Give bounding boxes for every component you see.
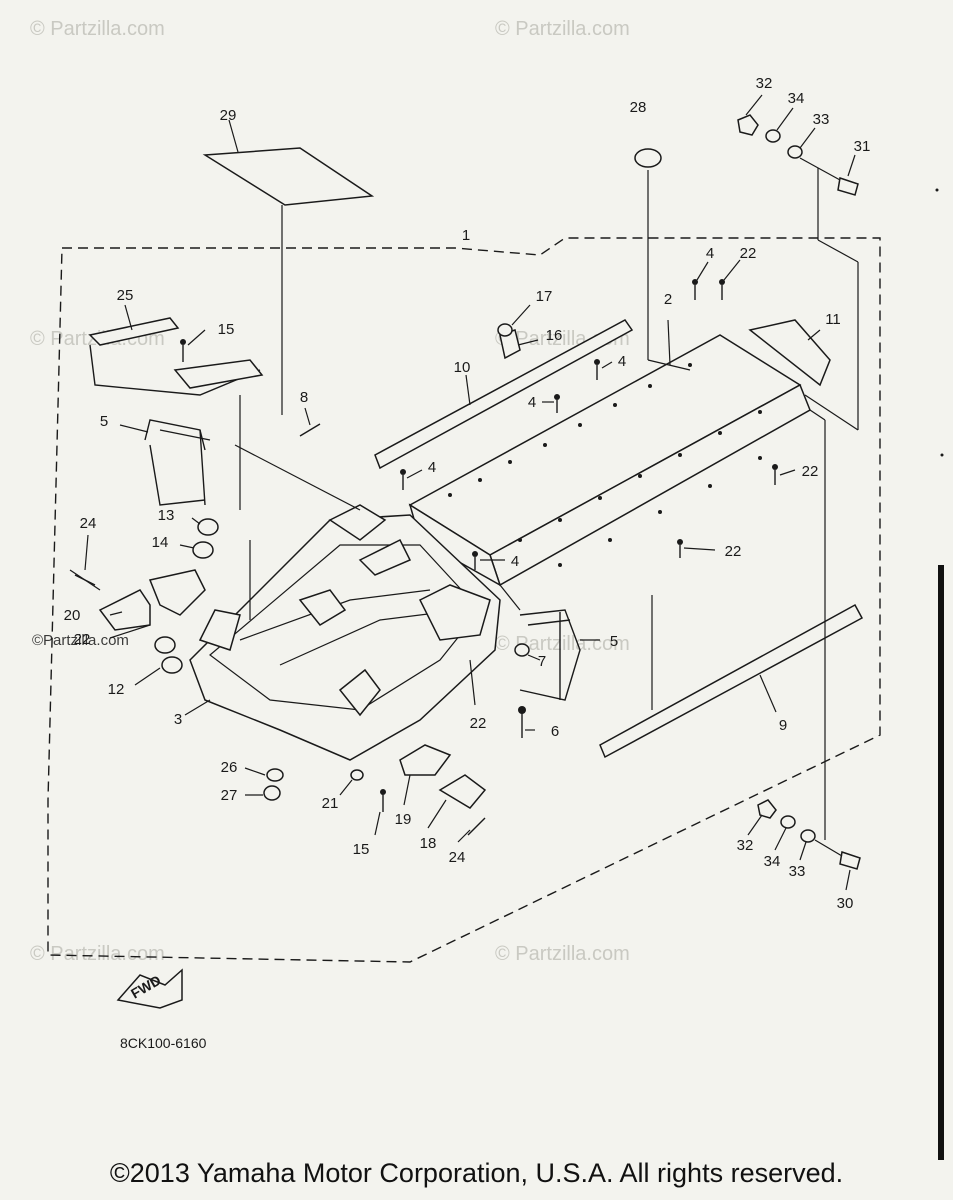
callout-24: 24	[449, 849, 466, 866]
edge-bar	[938, 565, 944, 1160]
part-13-bushing	[197, 518, 219, 536]
part-30-bolt	[839, 851, 861, 870]
callout-8: 8	[300, 389, 308, 406]
callout-22: 22	[725, 543, 742, 560]
part-23-bracket	[148, 569, 206, 616]
callout-22: 22	[802, 463, 819, 480]
part-9-rail	[599, 603, 864, 759]
part-5-bumper-left	[144, 419, 206, 506]
callout-11: 11	[825, 311, 841, 328]
callout-9: 9	[779, 717, 787, 734]
callout-13: 13	[158, 507, 175, 524]
part-12-bushing	[161, 656, 183, 674]
watermark: © Partzilla.com	[30, 943, 165, 965]
assembly-boundary	[47, 237, 881, 963]
callout-25: 25	[117, 287, 134, 304]
callout-10: 10	[454, 359, 471, 376]
watermark: © Partzilla.com	[30, 18, 165, 40]
callout-16: 16	[546, 327, 563, 344]
part-19-pad	[399, 744, 452, 776]
part-33-washer	[800, 829, 816, 843]
callout-29: 29	[220, 107, 237, 124]
overlay-watermark: ©Partzilla.com	[32, 632, 129, 649]
callout-17: 17	[536, 288, 553, 305]
watermark: © Partzilla.com	[495, 943, 630, 965]
callout-2: 2	[664, 291, 672, 308]
part-3-frame	[189, 504, 501, 761]
callout-34: 34	[788, 90, 805, 107]
callout-32: 32	[737, 837, 754, 854]
part-21-washer	[350, 769, 364, 781]
watermark: © Partzilla.com	[495, 18, 630, 40]
callout-5: 5	[100, 413, 108, 430]
callout-18: 18	[420, 835, 437, 852]
callout-15: 15	[218, 321, 235, 338]
callout-31: 31	[854, 138, 871, 155]
copyright-notice: ©2013 Yamaha Motor Corporation, U.S.A. A…	[109, 1158, 844, 1188]
part-34-washer	[765, 129, 781, 143]
callout-7: 7	[538, 653, 546, 670]
part-18-pad	[438, 774, 487, 809]
part-11-bracket	[748, 319, 831, 387]
part-14-bushing	[192, 541, 214, 559]
part-10-rail	[374, 319, 634, 470]
callout-5: 5	[610, 633, 618, 650]
fwd-arrow: FWD	[116, 968, 183, 1009]
edge-mark	[940, 453, 944, 457]
callout-4: 4	[706, 245, 714, 262]
exploded-parts-diagram: © Partzilla.com © Partzilla.com © Partzi…	[30, 18, 944, 1051]
callout-14: 14	[152, 534, 169, 551]
callout-22: 22	[470, 715, 487, 732]
callout-labels: 1 2 3 4 4 4 4 4 5 5 6 7 8 9 10 11 12 13 …	[64, 75, 871, 912]
callout-26: 26	[221, 759, 238, 776]
part-33-washer	[787, 145, 803, 159]
part-20-bracket	[98, 589, 151, 631]
callout-4: 4	[428, 459, 436, 476]
part-12-bushing	[154, 636, 176, 654]
callout-33: 33	[813, 111, 830, 128]
callout-3: 3	[174, 711, 182, 728]
callout-28: 28	[630, 99, 647, 116]
callout-4: 4	[528, 394, 536, 411]
callout-34: 34	[764, 853, 781, 870]
callout-24: 24	[80, 515, 97, 532]
tunnel-rivets	[448, 363, 762, 567]
callout-30: 30	[837, 895, 854, 912]
part-34-washer	[780, 815, 796, 829]
part-5-bumper-right	[519, 609, 581, 701]
part-2-tunnel	[408, 334, 826, 611]
callout-4: 4	[511, 553, 519, 570]
edge-mark	[935, 188, 939, 192]
callout-12: 12	[108, 681, 125, 698]
leader-lines	[109, 94, 856, 891]
callout-6: 6	[551, 723, 559, 740]
part-25-handle	[88, 317, 264, 396]
part-26-nut	[266, 768, 284, 782]
part-31-bolt	[837, 177, 859, 196]
callout-21: 21	[322, 795, 339, 812]
part-32-nut	[757, 799, 777, 819]
callout-27: 27	[221, 787, 238, 804]
rivets	[74, 279, 778, 836]
part-27-nut	[263, 785, 281, 801]
part-code: 8CK100-6160	[120, 1035, 207, 1051]
callout-33: 33	[789, 863, 806, 880]
watermarks: © Partzilla.com © Partzilla.com © Partzi…	[30, 18, 630, 965]
part-28-cap	[634, 148, 662, 168]
callout-4: 4	[618, 353, 626, 370]
part-29-plate	[202, 147, 375, 206]
callout-15: 15	[353, 841, 370, 858]
callout-19: 19	[395, 811, 412, 828]
part-32-nut	[737, 114, 759, 136]
callout-22: 22	[740, 245, 757, 262]
callout-32: 32	[756, 75, 773, 92]
callout-1: 1	[462, 227, 470, 244]
callout-20: 20	[64, 607, 81, 624]
callout-22: 22	[74, 631, 91, 648]
